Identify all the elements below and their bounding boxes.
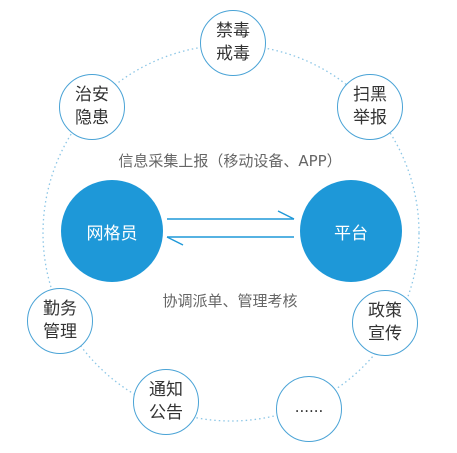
top-caption: 信息采集上报（移动设备、APP）	[118, 152, 342, 170]
ring-node-more: ......	[276, 376, 342, 442]
ring-node-drug-control-line1: 禁毒	[216, 21, 250, 41]
ring-node-security-line2: 隐患	[75, 108, 109, 128]
ring-node-anti-gang-report: 扫黑 举报	[337, 74, 403, 140]
hub-grid-member-label: 网格员	[86, 223, 138, 244]
ring-node-public-security: 治安 隐患	[59, 74, 125, 140]
ring-node-policy-promotion: 政策 宣传	[352, 290, 418, 356]
ring-node-duty-line1: 勤务	[43, 299, 77, 319]
ring-node-duty-management: 勤务 管理	[27, 288, 93, 354]
arrow-to-grid-member	[166, 236, 294, 246]
arrow-to-platform	[167, 210, 295, 220]
hub-platform-label: 平台	[334, 223, 368, 244]
ring-node-security-line1: 治安	[75, 85, 109, 105]
ring-node-notice-line1: 通知	[149, 380, 183, 400]
ring-node-drug-control-line2: 戒毒	[216, 44, 250, 64]
ring-node-notice: 通知 公告	[133, 369, 199, 435]
ring-node-duty-line2: 管理	[43, 322, 77, 342]
ring-node-notice-line2: 公告	[149, 403, 183, 423]
hub-grid-member: 网格员	[61, 180, 163, 282]
hub-platform: 平台	[300, 180, 402, 282]
ring-node-policy-line2: 宣传	[368, 324, 402, 344]
ring-node-policy-line1: 政策	[368, 301, 402, 321]
ring-node-anti-gang-line2: 举报	[353, 108, 387, 128]
ring-node-more-ellipsis: ......	[294, 398, 324, 416]
ring-node-anti-gang-line1: 扫黑	[353, 85, 387, 105]
bottom-caption: 协调派单、管理考核	[162, 292, 298, 310]
ring-node-drug-control: 禁毒 戒毒	[200, 10, 266, 76]
